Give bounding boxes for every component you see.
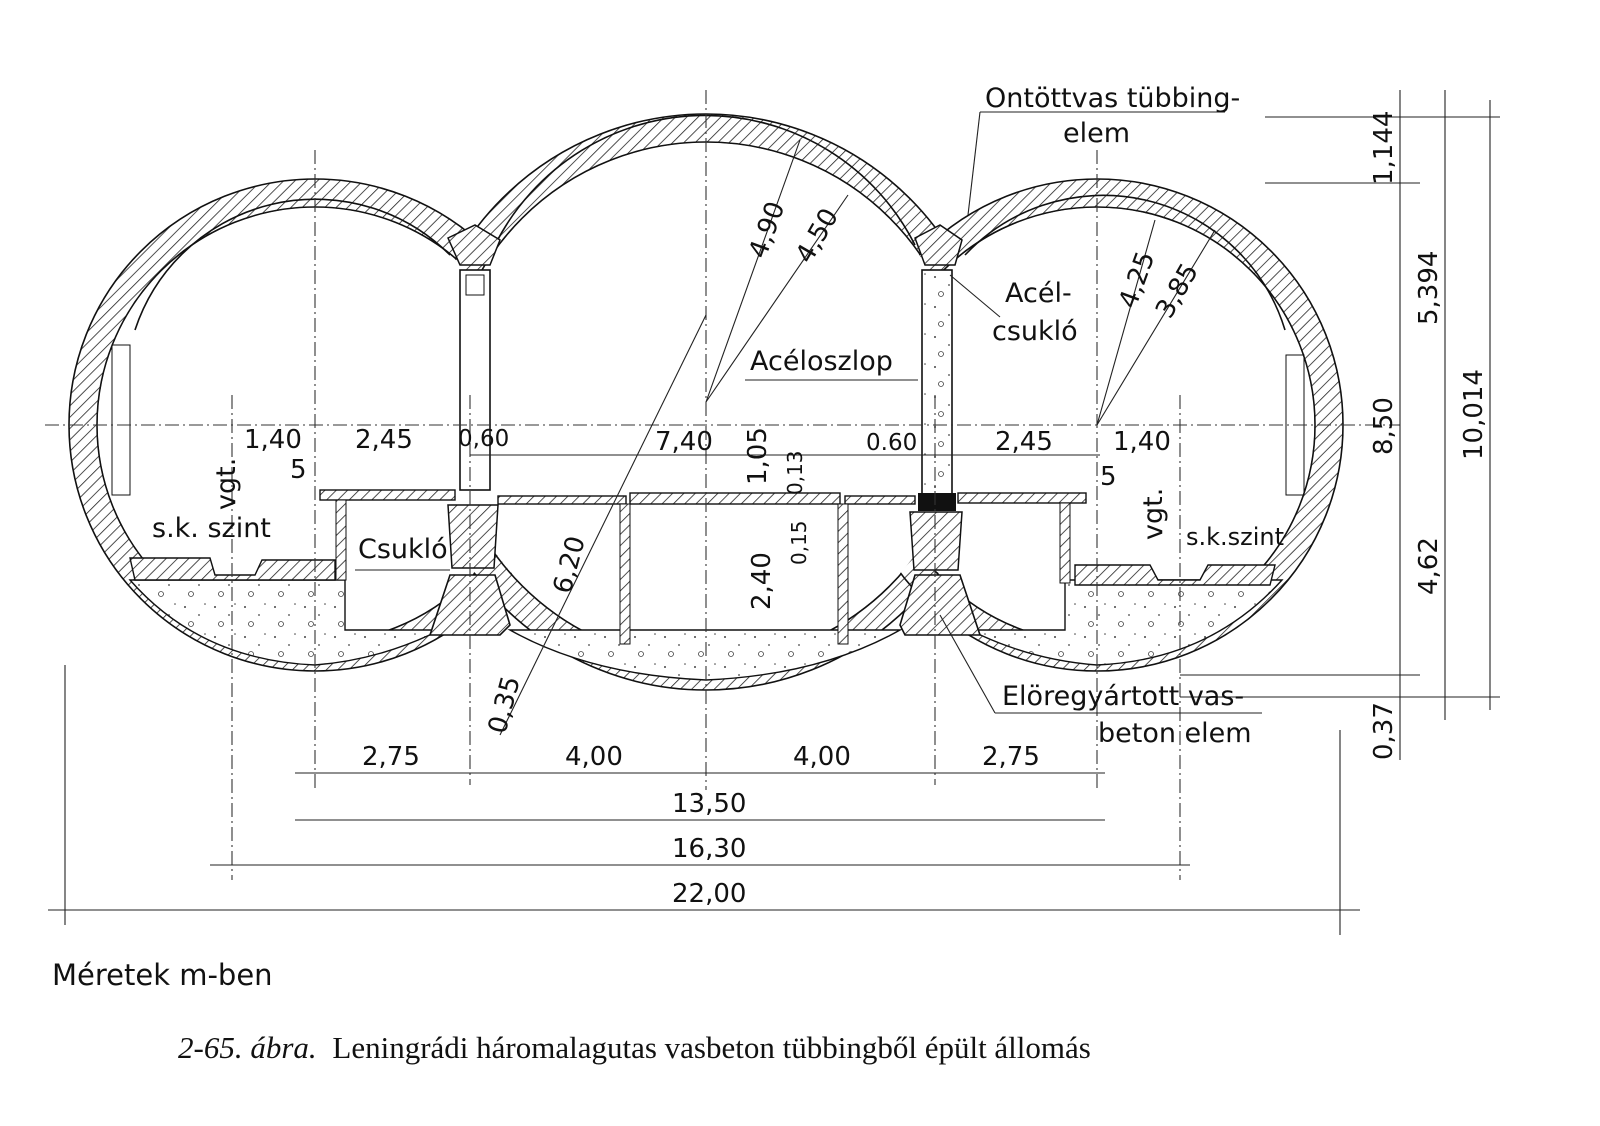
steel-columns bbox=[447, 224, 963, 571]
dim-invert-thickness: 0,35 bbox=[483, 673, 527, 737]
platform-slabs bbox=[111, 344, 1305, 645]
figure-caption: 2-65. ábra. Leningrádi háromalagutas vas… bbox=[178, 1030, 1091, 1065]
dim-left-140: 1,40 bbox=[244, 425, 302, 455]
dim-right-5: 5 bbox=[1100, 462, 1117, 492]
label-steel-column: Acéloszlop bbox=[750, 346, 893, 377]
dim-left-5: 5 bbox=[290, 455, 307, 485]
dim-mid-105: 1,05 bbox=[743, 427, 773, 485]
dim-v-850: 8,50 bbox=[1369, 397, 1399, 455]
label-cast-iron-segment: Ontöttvas tübbing- bbox=[985, 83, 1240, 114]
dim-right-140: 1,40 bbox=[1113, 427, 1171, 457]
dim-v-037: 0,37 bbox=[1369, 702, 1399, 760]
label-track-left: vgt. bbox=[211, 458, 242, 510]
dim-bottom-1630: 16,30 bbox=[672, 834, 746, 864]
dim-bottom-400-left: 4,00 bbox=[565, 742, 623, 772]
label-precast-element: Elöregyártott vas- bbox=[1002, 681, 1244, 712]
dim-left-245: 2,45 bbox=[355, 425, 413, 455]
dim-bottom-400-right: 4,00 bbox=[793, 742, 851, 772]
dim-v-1144: 1,144 bbox=[1369, 111, 1399, 185]
dim-mid-240: 2,40 bbox=[747, 552, 777, 610]
right-track-bed bbox=[1074, 564, 1276, 586]
dim-bottom-275-right: 2,75 bbox=[982, 742, 1040, 772]
dim-mid-015: 0,15 bbox=[787, 520, 811, 565]
right-precast-block bbox=[899, 574, 982, 636]
figure-number: 2-65. ábra. bbox=[178, 1030, 317, 1065]
axis-lines bbox=[45, 90, 1400, 935]
label-track-right: vgt. bbox=[1138, 488, 1169, 540]
dim-bottom-275-left: 2,75 bbox=[362, 742, 420, 772]
dim-right-060: 0.60 bbox=[866, 430, 917, 456]
units-note: Méretek m-ben bbox=[52, 958, 273, 992]
label-rail-level-left: s.k. szint bbox=[152, 513, 271, 544]
dim-v-462: 4,62 bbox=[1414, 537, 1444, 595]
dim-mid-013: 0,13 bbox=[783, 450, 807, 495]
dim-v-5394: 5,394 bbox=[1414, 251, 1444, 325]
dim-bottom-1350: 13,50 bbox=[672, 789, 746, 819]
label-rail-level-right: s.k.szint bbox=[1186, 523, 1284, 551]
dim-right-245: 2,45 bbox=[995, 427, 1053, 457]
label-steel-hinge-2: csukló bbox=[992, 316, 1078, 347]
label-precast-element-2: beton elem bbox=[1098, 718, 1252, 749]
label-steel-hinge: Acél- bbox=[1005, 278, 1072, 309]
left-track-bed bbox=[129, 557, 336, 581]
label-cast-iron-segment-2: elem bbox=[1063, 118, 1130, 149]
figure-title: Leningrádi háromalagutas vasbeton tübbin… bbox=[332, 1030, 1090, 1065]
dimension-lines bbox=[48, 90, 1500, 911]
dim-v-10014: 10,014 bbox=[1459, 369, 1489, 460]
dim-mid-740: 7,40 bbox=[655, 427, 713, 457]
radius-lines bbox=[470, 139, 1216, 736]
dim-bottom-2200: 22,00 bbox=[672, 879, 746, 909]
label-hinge: Csukló bbox=[358, 534, 448, 565]
dim-left-060: 0,60 bbox=[458, 426, 509, 452]
